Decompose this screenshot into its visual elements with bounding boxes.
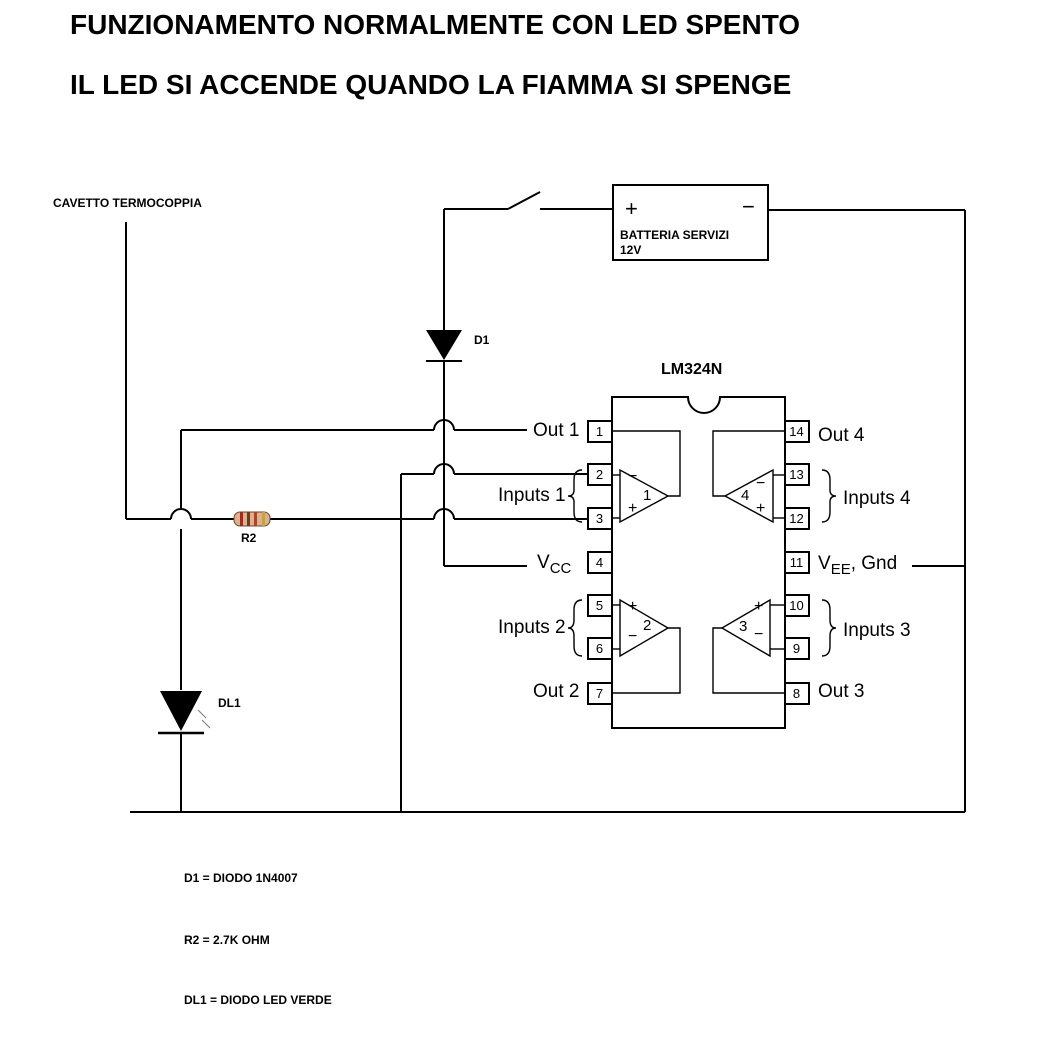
brace-inputs-4 [821,469,837,523]
opamp-3-top: + [754,598,764,615]
pin-number: 3 [595,511,604,526]
note-r2: R2 = 2.7K OHM [184,933,270,947]
opamp-4 [723,468,774,524]
pin-number: 14 [789,424,804,439]
opamp-4-number: 4 [741,487,750,504]
opamp-1-number: 1 [643,487,652,504]
battery-minus: − [742,194,755,219]
pin-number: 11 [789,555,804,570]
d1-label: D1 [474,333,490,347]
battery-plus: + [625,196,638,221]
pin-number: 13 [789,467,804,482]
resistor-r2 [226,511,280,527]
led-dl1 [158,691,211,735]
switch-contact [507,191,541,210]
wire-crossover [170,508,192,520]
label-vcc: VCC [537,552,572,577]
label-out1: Out 1 [533,420,580,441]
opamp-2-bottom: − [628,628,638,645]
opamp-1 [619,468,670,524]
pin-number: 8 [792,686,801,701]
opamp-4-top: − [756,475,766,492]
brace-inputs-1 [567,469,583,523]
opamp-2-top: + [628,598,638,615]
opamp-4-bottom: + [756,500,766,517]
battery-box [612,184,769,261]
opamp-3-bottom: − [754,626,764,643]
pin-number: 9 [792,641,801,656]
brace-inputs-2 [567,599,583,657]
thermocouple-label: CAVETTO TERMOCOPPIA [53,196,202,210]
opamp-1-bottom: + [628,500,638,517]
battery-voltage: 12V [620,243,642,257]
title-line-1: FUNZIONAMENTO NORMALMENTE CON LED SPENTO [70,9,801,40]
diode-d1 [426,330,462,362]
pin-number: 6 [595,641,604,656]
label-out4: Out 4 [818,425,865,446]
pin-number: 7 [595,686,604,701]
label-out3: Out 3 [818,681,865,702]
dl1-label: DL1 [218,696,241,710]
opamp-1-top: − [628,468,638,485]
pin-number: 2 [595,467,604,482]
opamp-3 [720,598,771,658]
pin-number: 12 [789,511,804,526]
label-out2: Out 2 [533,681,580,702]
title-line-2: IL LED SI ACCENDE QUANDO LA FIAMMA SI SP… [70,69,792,100]
pin-number: 10 [789,598,804,613]
label-inputs4: Inputs 4 [843,488,911,509]
pin-number: 5 [595,598,604,613]
label-inputs1: Inputs 1 [498,485,566,506]
note-d1: D1 = DIODO 1N4007 [184,871,298,885]
battery-name: BATTERIA SERVIZI [620,228,730,242]
label-vee-gnd: VEE, Gnd [818,553,898,578]
opamp-2 [619,598,670,658]
ic-name: LM324N [661,361,723,378]
brace-inputs-3 [821,599,837,657]
ic-body [611,396,786,729]
r2-label: R2 [241,531,257,545]
label-inputs3: Inputs 3 [843,620,911,641]
label-inputs2: Inputs 2 [498,617,566,638]
pin-number: 1 [595,424,604,439]
pin-number: 4 [595,555,604,570]
note-dl1: DL1 = DIODO LED VERDE [184,993,332,1007]
opamp-3-number: 3 [739,618,748,635]
opamp-2-number: 2 [643,617,652,634]
